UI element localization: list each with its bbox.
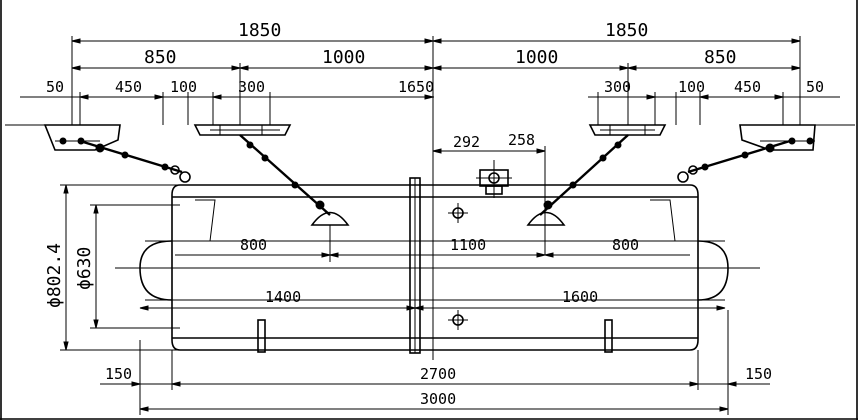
- center-flange: [409, 177, 421, 354]
- dim-left-100: 100: [170, 78, 197, 96]
- right-outer-brace-rod: [677, 139, 791, 183]
- right-inner-bracket: [588, 124, 667, 136]
- bottom-dimension-lines: [100, 310, 770, 415]
- half-length-dimensions: [139, 305, 726, 311]
- dim-right-850: 850: [704, 47, 737, 68]
- left-outer-brace-rod: [79, 139, 191, 183]
- dim-left-800: 800: [240, 236, 267, 254]
- left-inner-bracket: [193, 124, 292, 136]
- dim-center-1650: 1650: [398, 78, 434, 96]
- dim-bottom-left-150: 150: [105, 365, 132, 383]
- dim-bottom-right-150: 150: [745, 365, 772, 383]
- dim-right-450: 450: [734, 78, 761, 96]
- right-inner-brace-rod: [526, 134, 629, 226]
- right-outer-bracket: [739, 124, 816, 151]
- dim-left-300: 300: [238, 78, 265, 96]
- dim-left-1400: 1400: [265, 288, 301, 306]
- dim-left-850: 850: [144, 47, 177, 68]
- dim-center-1100: 1100: [450, 236, 486, 254]
- diameter-dimensions: [60, 184, 180, 351]
- dim-292: 292: [453, 133, 480, 151]
- left-outer-bracket: [43, 124, 121, 151]
- dim-right-300: 300: [604, 78, 631, 96]
- nozzles: [257, 203, 613, 353]
- dim-right-100: 100: [678, 78, 705, 96]
- dim-diameter-outer: ϕ802.4: [44, 243, 65, 308]
- center-lifting-lug: [476, 160, 512, 198]
- dim-right-1000: 1000: [515, 47, 558, 68]
- center-lug-dimension: [432, 146, 546, 255]
- mid-dimension-lines: [115, 225, 760, 269]
- dim-258: 258: [508, 131, 535, 149]
- dim-bottom-3000: 3000: [420, 390, 456, 408]
- dim-top-right-1850: 1850: [605, 20, 648, 41]
- dim-right-50: 50: [806, 78, 824, 96]
- dim-top-left-1850: 1850: [238, 20, 281, 41]
- dim-diameter-inner: ϕ630: [74, 247, 95, 290]
- dim-left-1000: 1000: [322, 47, 365, 68]
- dim-left-50: 50: [46, 78, 64, 96]
- left-inner-brace-rod: [239, 134, 350, 226]
- vessel-body: [139, 184, 729, 351]
- dim-right-1600: 1600: [562, 288, 598, 306]
- dim-left-450: 450: [115, 78, 142, 96]
- dim-bottom-2700: 2700: [420, 365, 456, 383]
- top-dimension-lines: [20, 36, 840, 125]
- dim-right-800: 800: [612, 236, 639, 254]
